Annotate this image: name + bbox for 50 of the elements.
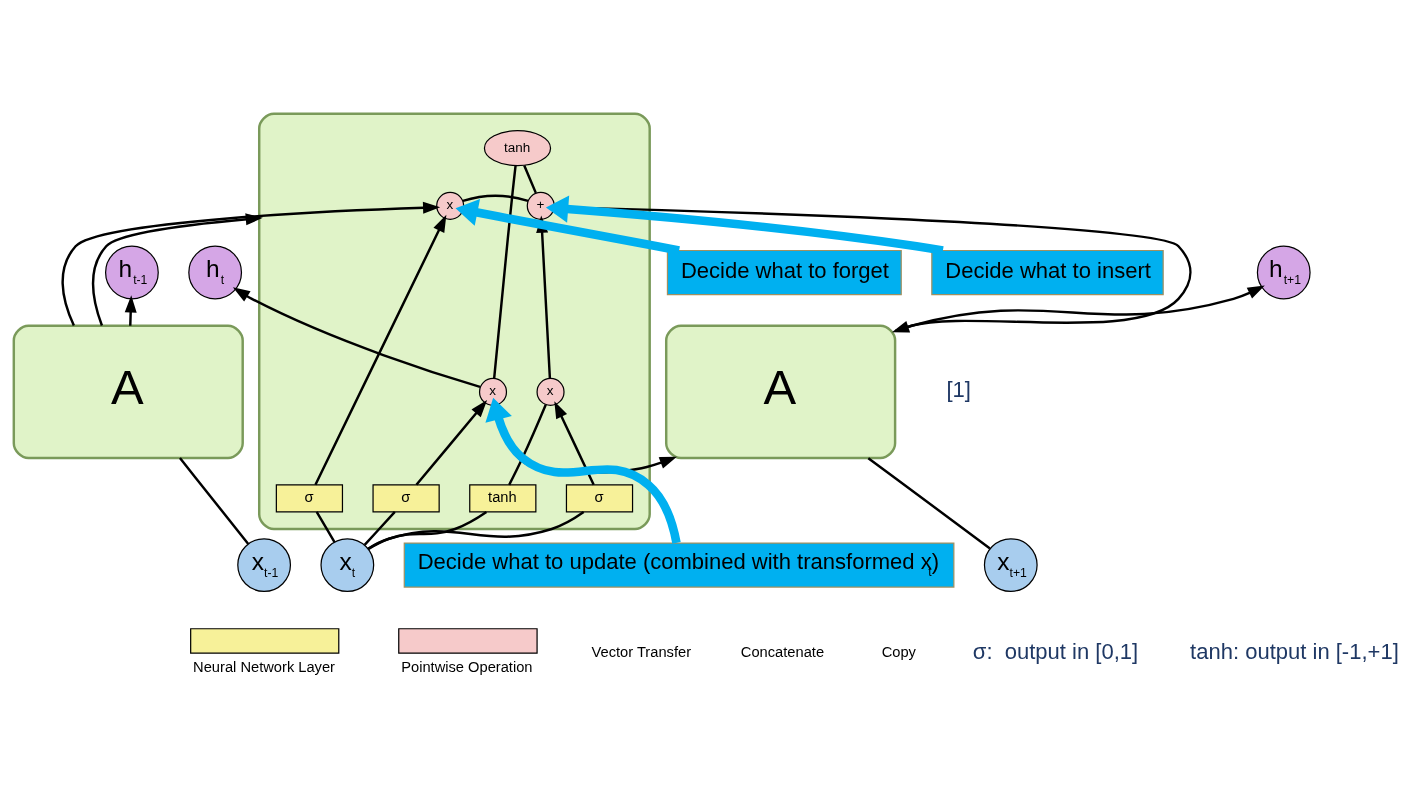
arrow [895,285,1265,332]
label: tanh: output in [-1,+1] [1190,638,1399,664]
connector [867,456,991,549]
node-box: σ [372,483,440,512]
node-box: A [665,324,897,459]
node-box: Decide what to forget [666,249,902,295]
node-ellipse: tanh [483,129,552,166]
label: [1] [946,376,971,402]
cluster [258,111,651,530]
arrow [554,400,595,485]
legend-label: Concatenate [740,643,825,660]
node-circle: x [478,377,508,406]
connector [363,510,396,546]
node-box: σ [275,483,344,512]
node-box: σ [565,483,634,512]
connector [179,456,250,545]
node-circle: x$_{t-1}$ [237,537,292,592]
arrow [485,397,681,544]
node-circle: x [436,191,465,220]
connector [508,403,547,485]
node-box: tanh [469,483,537,512]
arrow [545,195,944,255]
node-box: Decide what to insert [931,249,1164,295]
legend-label: Neural Network Layer [193,658,336,675]
node-circle: h$_{t}$ [188,245,243,299]
node-box: A [12,324,244,459]
node-circle: + [526,191,555,220]
node-circle: h$_{t+1}$ [1256,245,1311,299]
arrow [415,399,488,486]
connector [523,164,537,193]
arrow [91,212,263,326]
node-circle: x$_{t+1}$ [983,537,1038,592]
node-circle: x [536,377,565,406]
legend-label: Vector Transfer [591,643,692,660]
connector [462,194,529,202]
connector [367,510,585,550]
node-circle: x$_{t}$ [320,537,375,592]
arrow [455,198,680,255]
label: σ: output in [0,1] [972,638,1139,664]
arrow [314,214,447,485]
connector [367,510,488,550]
node-box: Decide what to update (combined with transformed x$_{t}$) [403,541,955,588]
legend-label: Copy [881,643,916,660]
arrow [232,286,481,388]
connector [492,165,517,378]
node-circle: h$_{t-1}$ [105,245,159,299]
legend-label: Pointwise Operation [401,658,533,675]
connector [315,510,336,543]
arrow [124,294,137,326]
arrow [61,201,441,326]
